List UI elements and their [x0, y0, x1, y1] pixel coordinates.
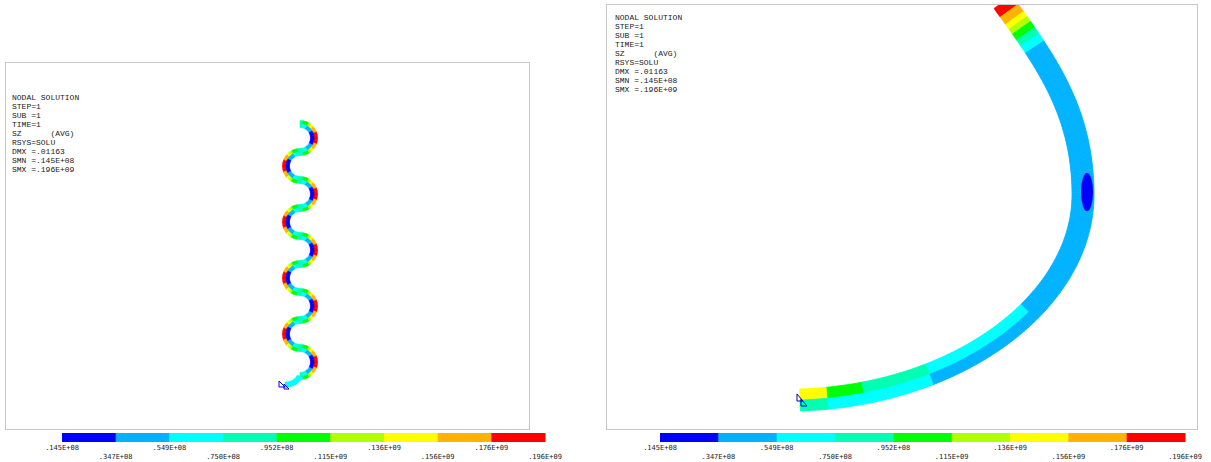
contour-cell	[298, 288, 300, 292]
plot-window: NODAL SOLUTIONSTEP=1SUB =1TIME=1SZ (AVG)…	[5, 62, 530, 430]
contour-cell	[297, 348, 300, 352]
color-swatch	[491, 433, 545, 442]
legend-value: .196E+09	[528, 453, 562, 461]
contour-cell	[314, 359, 318, 362]
support-symbol	[279, 381, 807, 406]
result-header-line: TIME=1	[12, 120, 41, 129]
color-swatch	[438, 433, 492, 442]
color-swatch	[718, 433, 777, 442]
color-swatch	[1010, 433, 1069, 442]
contour-cell	[286, 164, 290, 166]
legend-value: .156E+09	[421, 453, 455, 461]
contour-cell	[286, 276, 290, 278]
legend-value: .750E+08	[206, 453, 240, 461]
color-bar	[62, 433, 1186, 442]
result-header-line: SMX =.196E+09	[615, 85, 677, 94]
contour-cell	[314, 135, 318, 138]
contour-cell	[300, 152, 303, 156]
color-swatch	[62, 433, 116, 442]
contour-cell	[300, 204, 302, 208]
legend-value: .145E+08	[643, 444, 677, 452]
result-header-line: SZ (AVG)	[12, 129, 74, 138]
color-swatch	[223, 433, 277, 442]
contour-cell	[314, 303, 318, 306]
result-header-line: RSYS=SOLU	[615, 58, 658, 67]
contour-cell	[300, 148, 302, 152]
legend-value: .176E+09	[1110, 444, 1144, 452]
contour-cell	[310, 192, 314, 194]
legend-value: .136E+09	[367, 444, 401, 452]
contour-cell	[300, 264, 303, 268]
result-header-line: SUB =1	[12, 111, 41, 120]
contour-cell	[300, 208, 303, 212]
contour-cell	[300, 316, 302, 320]
legend-value: .750E+08	[818, 453, 852, 461]
contour-cell	[286, 220, 290, 222]
spring-contour	[283, 121, 318, 386]
contour-cell	[283, 275, 287, 278]
color-swatch	[660, 433, 719, 442]
contour-cell	[283, 219, 287, 222]
result-header-line: DMX =.01163	[12, 147, 65, 156]
contour-cell	[298, 232, 300, 236]
legend-value: .145E+08	[45, 444, 79, 452]
contour-cell	[300, 372, 302, 376]
result-header-line: NODAL SOLUTION	[615, 13, 682, 22]
spring-tail	[285, 376, 300, 385]
result-header-line: SMX =.196E+09	[12, 165, 74, 174]
contour-cell	[283, 163, 287, 166]
arc-contour	[800, 5, 1094, 411]
result-header-line: SUB =1	[615, 31, 644, 40]
contour-cell	[300, 260, 302, 264]
legend-value: .136E+09	[993, 444, 1027, 452]
result-header-line: STEP=1	[615, 22, 644, 31]
contour-cell	[310, 136, 314, 138]
legend-value: .549E+08	[152, 444, 186, 452]
contour-cell	[298, 176, 300, 180]
color-swatch	[384, 433, 438, 442]
contour-cell	[283, 331, 287, 334]
contour-cell	[310, 304, 314, 306]
contour-cell	[297, 292, 300, 296]
legend-value: .176E+09	[474, 444, 508, 452]
plot-window: NODAL SOLUTIONSTEP=1SUB =1TIME=1SZ (AVG)…	[606, 4, 1198, 430]
legend-value: .952E+08	[876, 444, 910, 452]
color-swatch	[277, 433, 331, 442]
color-swatch	[116, 433, 170, 442]
color-swatch	[1127, 433, 1186, 442]
color-swatch	[835, 433, 894, 442]
contour-cell	[298, 344, 300, 348]
legend-value: .347E+08	[701, 453, 735, 461]
result-header-line: SZ (AVG)	[615, 49, 677, 58]
contour-cell	[286, 332, 290, 334]
contour-cell	[314, 247, 318, 250]
legend-value: .196E+09	[1168, 453, 1202, 461]
color-swatch	[777, 433, 836, 442]
legend-value: .347E+08	[99, 453, 133, 461]
min-stress-zone	[1081, 173, 1093, 211]
legend-value: .952E+08	[260, 444, 294, 452]
result-header-line: SMN =.145E+08	[12, 156, 74, 165]
legend-value: .115E+09	[313, 453, 347, 461]
color-swatch	[893, 433, 952, 442]
result-header-line: STEP=1	[12, 102, 41, 111]
result-header-line: TIME=1	[615, 40, 644, 49]
contour-cell	[300, 320, 303, 324]
legend-value: .115E+09	[935, 453, 969, 461]
result-header-line: SMN =.145E+08	[615, 76, 677, 85]
result-header-line: RSYS=SOLU	[12, 138, 55, 147]
color-swatch	[1068, 433, 1127, 442]
legend-value: .156E+09	[1051, 453, 1085, 461]
contour-cell	[314, 191, 318, 194]
legend-value: .549E+08	[760, 444, 794, 452]
color-swatch	[330, 433, 384, 442]
result-header-line: DMX =.01163	[615, 67, 668, 76]
contour-cell	[310, 360, 314, 362]
contour-cell	[297, 180, 300, 184]
contour-cell	[310, 248, 314, 250]
contour-cell	[297, 236, 300, 240]
result-header-line: NODAL SOLUTION	[12, 93, 79, 102]
color-swatch	[169, 433, 223, 442]
color-swatch	[952, 433, 1011, 442]
